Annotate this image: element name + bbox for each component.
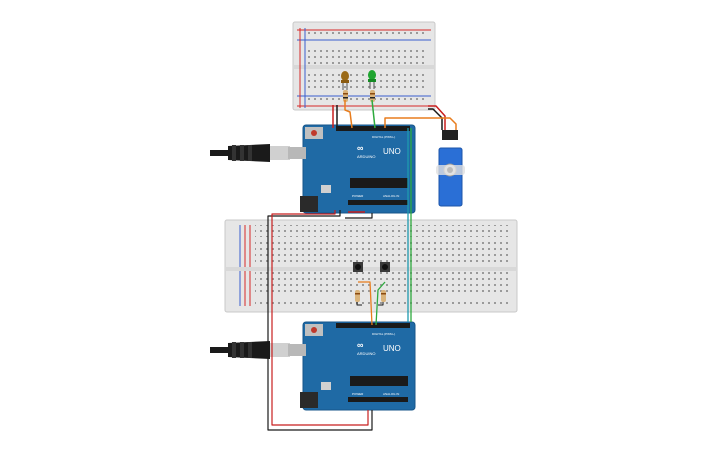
power-label: POWER [352, 392, 364, 396]
digital-label: DIGITAL (PWM~) [372, 332, 395, 336]
board-model: UNO [383, 344, 401, 353]
arduino-top[interactable]: ∞ ARDUINO UNO DIGITAL (PWM~) POWER ANALO… [300, 124, 416, 214]
wire-led1[interactable] [344, 100, 353, 129]
led-yellow[interactable] [341, 71, 349, 90]
breadboard-small[interactable] [292, 21, 436, 111]
pushbutton-2[interactable] [380, 262, 390, 272]
usb-cable-bottom[interactable] [210, 341, 306, 359]
resistor-3[interactable] [355, 290, 360, 302]
power-label: POWER [352, 194, 364, 198]
arduino-bottom[interactable]: ∞ ARDUINO UNO DIGITAL (PWM~) POWER ANALO… [300, 321, 416, 411]
pushbutton-1[interactable] [353, 262, 363, 272]
board-logo: ∞ [357, 143, 364, 153]
digital-label: DIGITAL (PWM~) [372, 135, 395, 139]
board-model: UNO [383, 147, 401, 156]
svg-text:∞: ∞ [357, 340, 364, 350]
board-brand: ARDUINO [357, 351, 375, 356]
resistor-1[interactable] [343, 90, 348, 102]
digital-header [336, 126, 410, 131]
resistor-4[interactable] [381, 290, 386, 302]
resistor-2[interactable] [370, 90, 375, 102]
analog-label: ANALOG IN [383, 392, 399, 396]
wire-led2[interactable] [371, 99, 376, 129]
led-green[interactable] [368, 70, 376, 89]
analog-label: ANALOG IN [383, 194, 399, 198]
board-brand: ARDUINO [357, 154, 375, 159]
usb-cable-top[interactable] [210, 144, 306, 162]
wire-servo-signal[interactable] [384, 117, 457, 130]
servo-motor[interactable] [436, 130, 465, 207]
analog-header [348, 200, 408, 205]
microcontroller-chip [350, 178, 408, 188]
power-jack [300, 196, 318, 212]
wires[interactable] [267, 99, 457, 431]
